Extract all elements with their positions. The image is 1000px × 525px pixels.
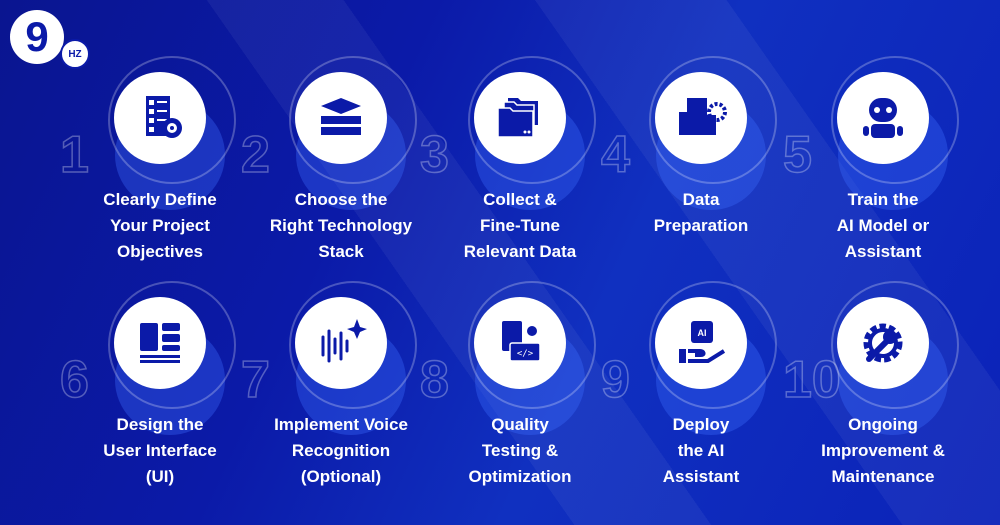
step-number: 4 [600, 125, 630, 185]
step-label-line: Improvement & [821, 441, 945, 460]
icon-circle [474, 72, 566, 164]
step-label-line: Collect & [483, 190, 557, 209]
step-9: 9 AI Deploy the AI Assistant [600, 281, 791, 495]
svg-text:</>: </> [517, 349, 534, 359]
brand-logo: 9 [10, 10, 64, 64]
logo-text: 9 [25, 13, 49, 60]
icon-circle [295, 297, 387, 389]
ring-outline [108, 56, 236, 184]
step-label-line: Design the [116, 415, 204, 434]
step-label-line: Right Technology [269, 216, 413, 235]
icon-circle [655, 72, 747, 164]
ring-outline [468, 281, 596, 409]
icon-circle [114, 72, 206, 164]
ring-outline [289, 56, 417, 184]
step-label-line: Clearly Define [103, 190, 217, 209]
ring-outline [649, 56, 777, 184]
ai-chip-hand-icon: AI [679, 321, 726, 363]
step-number: 8 [419, 350, 449, 410]
ring-outline [649, 281, 777, 409]
step-label-line: (UI) [145, 467, 175, 486]
step-label-line: Recognition [291, 441, 391, 460]
step-label-line: AI Model or [836, 216, 930, 235]
step-number: 3 [419, 125, 449, 185]
ring-outline [468, 56, 596, 184]
stack-layers-icon [321, 98, 361, 135]
ring-outline [289, 281, 417, 409]
testing-code-icon: </> [502, 321, 541, 362]
step-label-line: Assistant [844, 242, 922, 261]
step-number: 10 [782, 350, 841, 410]
step-label: Train the AI Model or Assistant [793, 187, 973, 265]
step-number: 1 [59, 125, 89, 185]
step-label-line: Relevant Data [463, 242, 577, 261]
step-label-line: Fine-Tune [480, 216, 560, 235]
step-label-line: Implement Voice [274, 415, 408, 434]
step-label-line: Quality [491, 415, 549, 434]
ring-outline [831, 281, 959, 409]
step-5: 5 Train the AI Model or Assistant [782, 56, 973, 270]
folder-gear-icon [679, 98, 727, 135]
layout-icon [140, 323, 180, 363]
step-label-line: Ongoing [848, 415, 918, 434]
icon-circle: </> [474, 297, 566, 389]
step-label-line: the AI [677, 441, 725, 460]
brand-badge: HZ [60, 39, 90, 69]
step-label-line: User Interface [103, 441, 217, 460]
ring-outline [108, 281, 236, 409]
folders-icon [497, 98, 538, 138]
icon-circle [837, 72, 929, 164]
step-label-line: Maintenance [831, 467, 935, 486]
step-label-line: Train the [847, 190, 919, 209]
step-label-line: Choose the [294, 190, 388, 209]
step-number: 2 [240, 125, 270, 185]
step-number: 9 [600, 350, 630, 410]
icon-circle [114, 297, 206, 389]
step-label-line: Data [682, 190, 720, 209]
checklist-target-icon [146, 96, 182, 138]
gear-wrench-icon [863, 323, 903, 363]
icon-circle [837, 297, 929, 389]
step-label-line: (Optional) [300, 467, 382, 486]
step-label-line: Testing & [481, 441, 559, 460]
icon-circle [295, 72, 387, 164]
icon-circle: AI [655, 297, 747, 389]
ring-outline [831, 56, 959, 184]
robot-icon [863, 98, 903, 138]
voice-wave-icon [321, 319, 367, 363]
badge-text: HZ [68, 48, 82, 60]
step-label: Deploy the AI Assistant [611, 412, 791, 490]
step-label-line: Optimization [468, 467, 572, 486]
svg-text:AI: AI [698, 328, 707, 338]
step-label-line: Deploy [672, 415, 730, 434]
step-label-line: Stack [318, 242, 364, 261]
step-label-line: Your Project [110, 216, 210, 235]
step-label-line: Objectives [117, 242, 203, 261]
step-label-line: Preparation [653, 216, 749, 235]
step-label-line: Assistant [662, 467, 740, 486]
step-number: 6 [59, 350, 89, 410]
step-number: 5 [782, 125, 812, 185]
step-number: 7 [240, 350, 270, 410]
